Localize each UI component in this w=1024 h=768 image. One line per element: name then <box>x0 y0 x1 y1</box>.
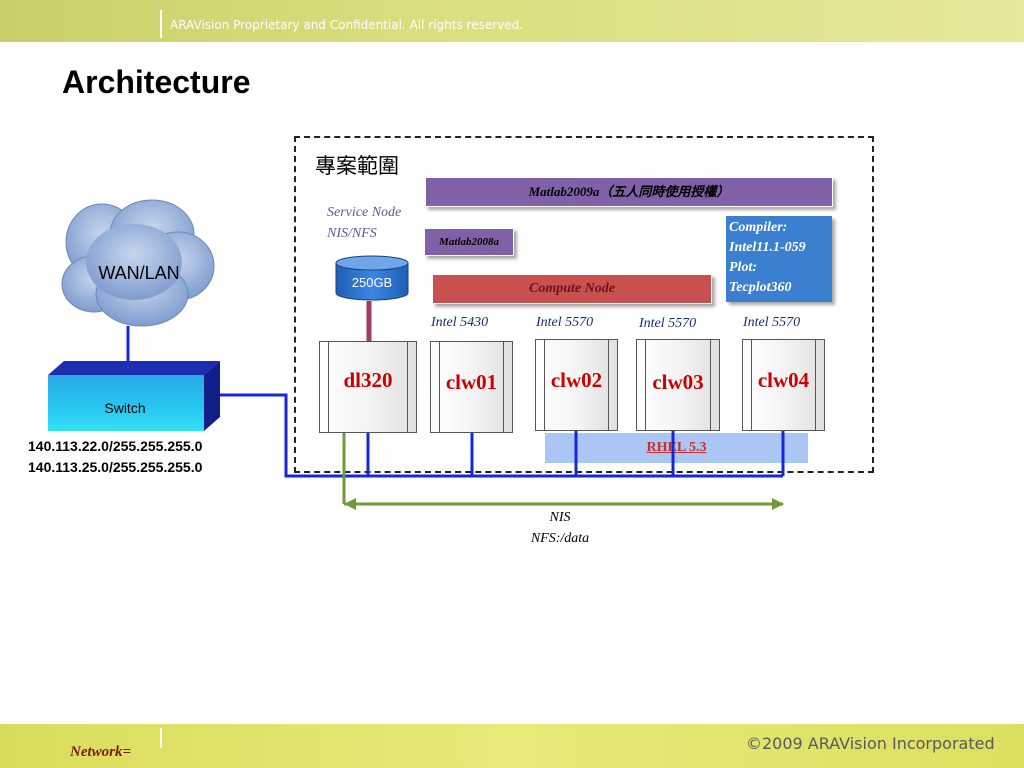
switch-label: Switch <box>104 400 146 416</box>
nis-arrow-right-head <box>772 498 784 510</box>
matlab2008-bar: Matlab2008a <box>424 228 514 256</box>
service-node-title: Service Node <box>327 205 402 220</box>
service-node-services: NIS/NFS <box>327 226 377 241</box>
cpu-label-clw03: Intel 5570 <box>639 316 697 331</box>
network-switch: Switch <box>48 361 220 431</box>
server-dl320: dl320 <box>319 341 417 433</box>
footer-copyright: ©2009 ARAVision Incorporated <box>746 734 995 753</box>
server-clw02: clw02 <box>535 339 618 431</box>
network-address-2: 140.113.25.0/255.255.255.0 <box>28 459 203 475</box>
nis-nfs-label: NIS NFS:/data <box>500 507 620 549</box>
plot-label: Plot: <box>729 260 757 275</box>
server-name: clw02 <box>550 368 603 392</box>
copyright-icon: © <box>746 734 762 753</box>
network-address-1: 140.113.22.0/255.255.255.0 <box>28 438 203 454</box>
switch-icon <box>48 361 220 431</box>
compiler-info-box: Compiler: Intel11.1-059 Plot: Tecplot360 <box>726 216 832 302</box>
cpu-label-clw02: Intel 5570 <box>536 315 594 330</box>
footer-bar: Network= ©2009 ARAVision Incorporated <box>0 724 1024 768</box>
storage-disk: 250GB <box>335 255 409 301</box>
nfs-path-label: NFS:/data <box>530 531 590 546</box>
copyright-text: 2009 ARAVision Incorporated <box>762 734 995 753</box>
header-bar: ARAVision Proprietary and Confidential. … <box>0 0 1024 42</box>
nis-arrow-left-head <box>344 498 356 510</box>
server-name: clw04 <box>757 368 810 392</box>
footer-divider <box>160 728 162 748</box>
server-name: dl320 <box>343 368 393 392</box>
plot-software: Tecplot360 <box>729 280 792 295</box>
header-divider <box>160 10 162 38</box>
page-title: Architecture <box>62 64 251 100</box>
server-clw04: clw04 <box>742 339 825 431</box>
compiler-version: Intel11.1-059 <box>729 240 806 255</box>
compiler-label: Compiler: <box>729 220 788 235</box>
confidential-notice: ARAVision Proprietary and Confidential. … <box>170 18 524 32</box>
server-clw03: clw03 <box>636 339 720 431</box>
project-scope-label: 專案範圍 <box>315 154 399 178</box>
compute-node-bar: Compute Node <box>432 274 712 304</box>
lan-bus <box>220 393 783 478</box>
server-name: clw01 <box>445 370 498 394</box>
matlab2009-license-bar: Matlab2009a（五人同時使用授權） <box>425 177 833 207</box>
storage-capacity: 250GB <box>351 275 393 290</box>
nis-label: NIS <box>549 510 571 525</box>
wan-lan-cloud: WAN/LAN <box>60 198 218 330</box>
server-clw01: clw01 <box>430 341 513 433</box>
cpu-label-clw01: Intel 5430 <box>431 315 489 330</box>
server-name: clw03 <box>652 370 704 394</box>
project-scope-box <box>294 136 874 473</box>
service-node-label: Service Node NIS/NFS <box>327 202 401 244</box>
cpu-label-clw04: Intel 5570 <box>743 315 801 330</box>
cloud-label: WAN/LAN <box>98 263 180 283</box>
footer-network-label: Network= <box>70 744 132 760</box>
os-band: RHEL 5.3 <box>545 433 808 463</box>
database-icon <box>335 255 409 301</box>
cloud-icon <box>61 199 215 327</box>
